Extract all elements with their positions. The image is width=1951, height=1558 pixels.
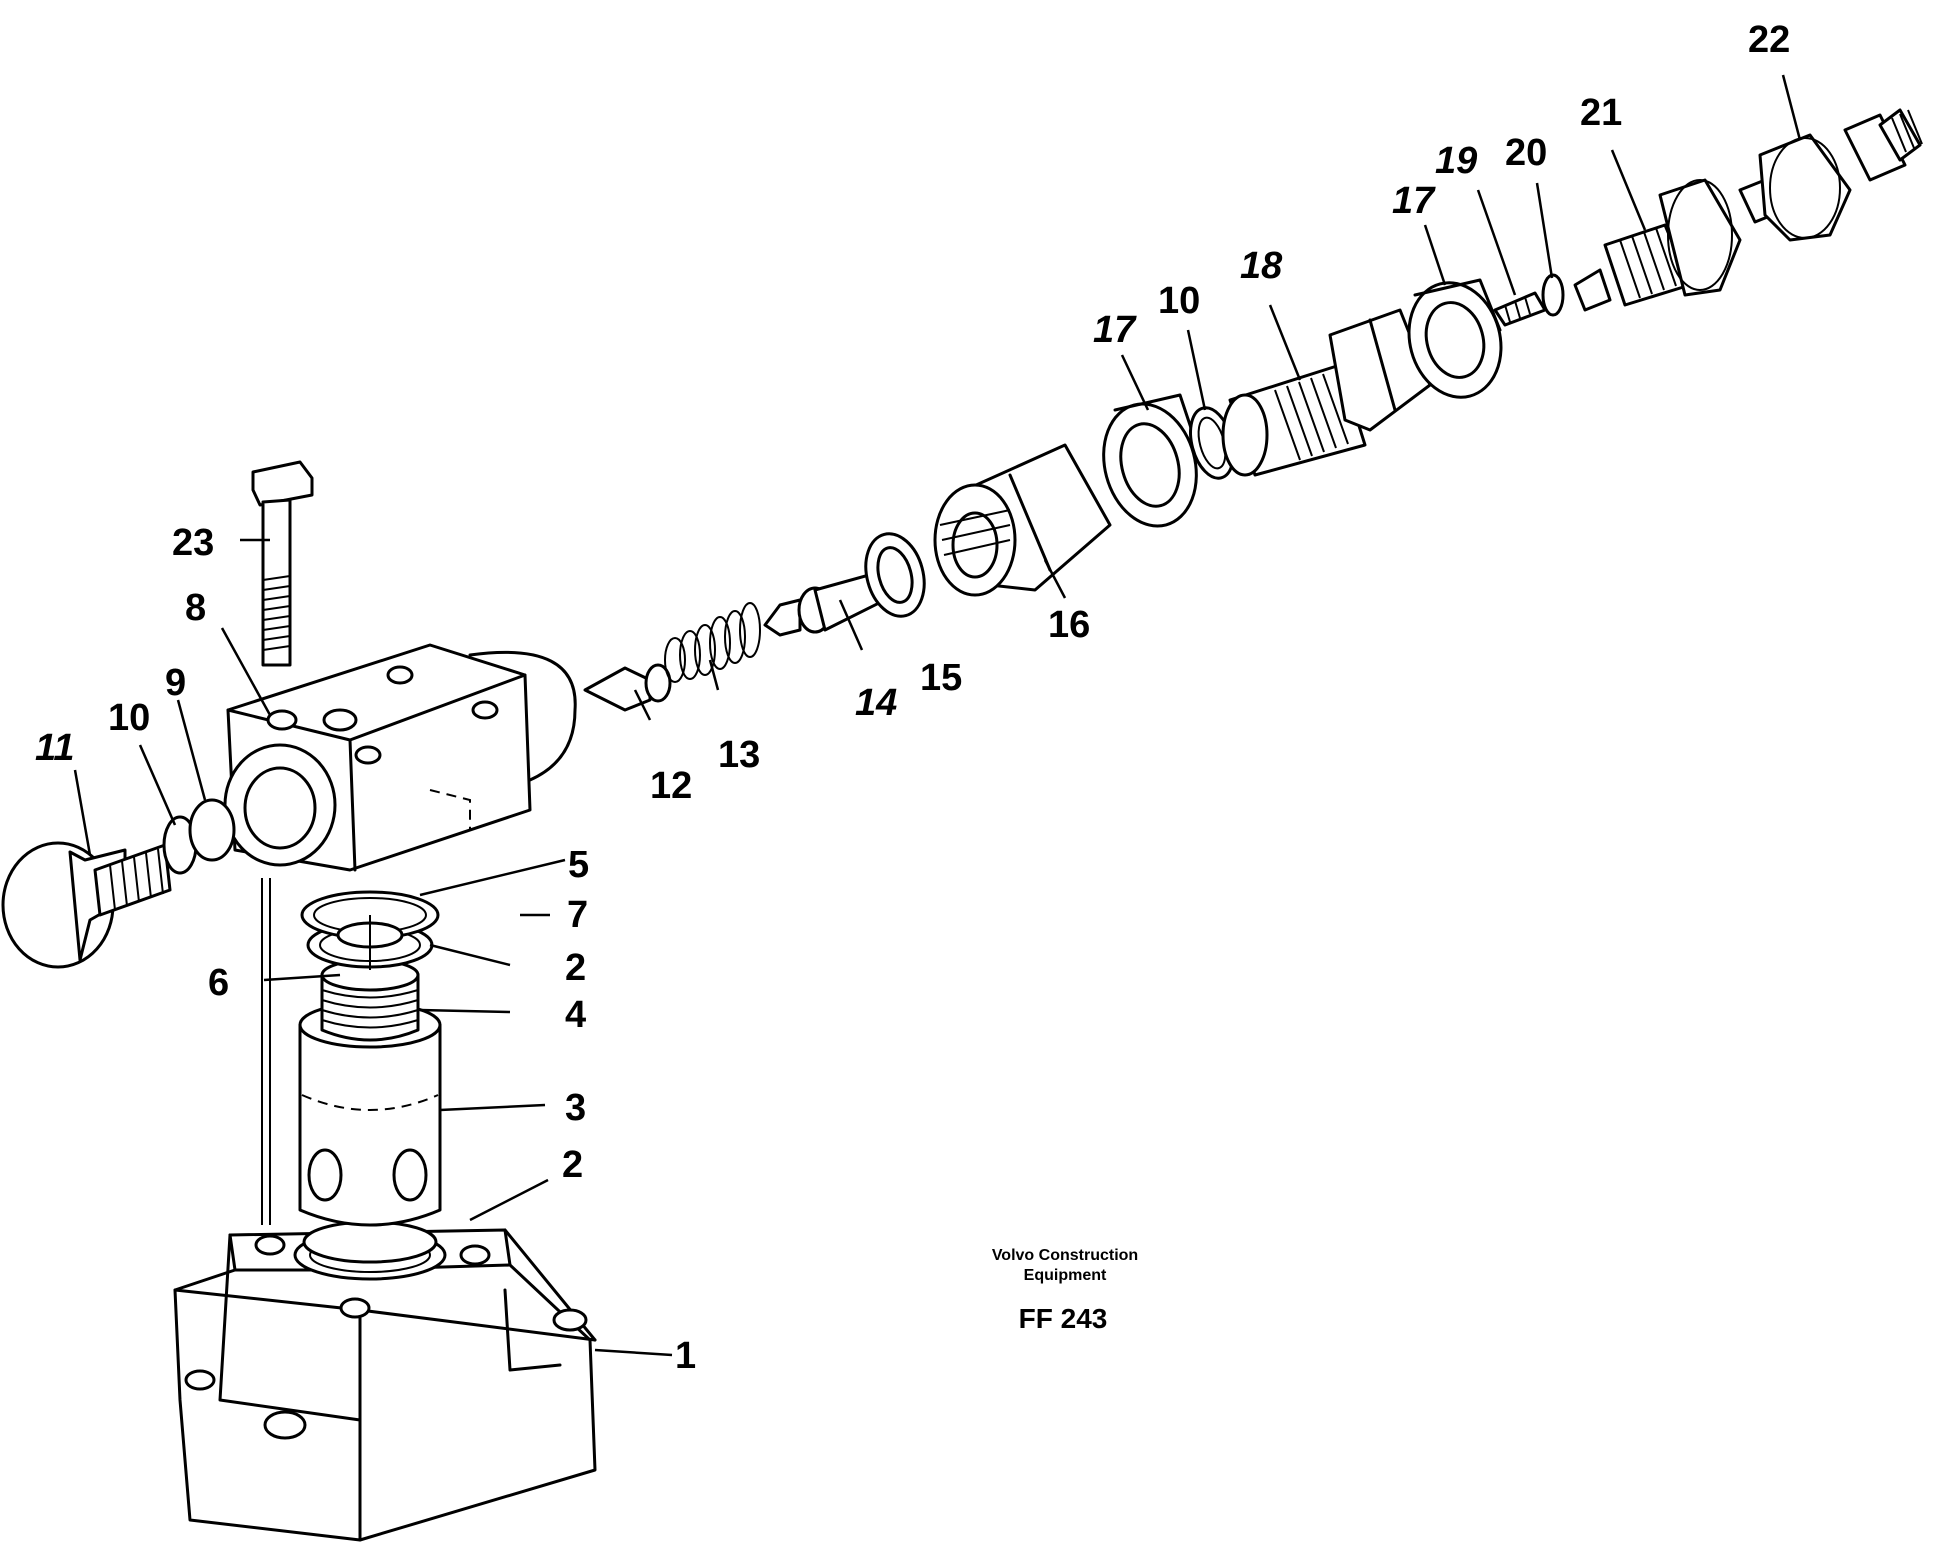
label-10-right: 10 xyxy=(1158,280,1200,322)
part-washer xyxy=(864,532,926,618)
part-lock-nut-right xyxy=(1407,278,1503,399)
label-17-left: 17 xyxy=(1093,309,1137,351)
label-1: 1 xyxy=(675,1335,696,1377)
label-5: 5 xyxy=(568,844,589,886)
part-end-fitting xyxy=(1738,108,1923,242)
part-threaded-adapter xyxy=(1221,308,1432,477)
leader-lines xyxy=(73,74,1802,1357)
label-4: 4 xyxy=(565,994,586,1036)
label-10-left: 10 xyxy=(108,697,150,739)
part-base-block xyxy=(173,1228,597,1542)
label-11: 11 xyxy=(35,727,74,769)
label-18: 18 xyxy=(1240,245,1283,287)
part-threaded-piston xyxy=(320,958,420,1042)
part-upper-seal-rings xyxy=(300,890,440,970)
label-7: 7 xyxy=(567,894,588,936)
label-2-lower: 2 xyxy=(562,1144,583,1186)
label-6: 6 xyxy=(208,962,229,1004)
part-lower-seal-ring xyxy=(302,1220,438,1264)
caption-figure-code: FF 243 xyxy=(1019,1303,1108,1334)
label-8: 8 xyxy=(185,587,206,629)
label-13: 13 xyxy=(718,734,760,776)
part-fitting xyxy=(1573,178,1742,312)
part-hex-adapter xyxy=(933,443,1112,597)
label-3: 3 xyxy=(565,1087,586,1129)
label-9: 9 xyxy=(165,662,186,704)
label-22: 22 xyxy=(1748,19,1790,61)
label-2-upper: 2 xyxy=(565,947,586,989)
label-15: 15 xyxy=(920,657,962,699)
caption-company-line1: Volvo Construction xyxy=(992,1247,1138,1264)
label-14: 14 xyxy=(855,682,897,724)
label-16: 16 xyxy=(1048,604,1090,646)
part-lock-nut-left xyxy=(1102,393,1198,528)
label-23: 23 xyxy=(172,522,214,564)
part-valve-housing xyxy=(223,643,577,1225)
figure-caption: Volvo Construction Equipment FF 243 xyxy=(992,1247,1138,1334)
label-17-right: 17 xyxy=(1392,180,1436,222)
label-20: 20 xyxy=(1505,132,1547,174)
label-21: 21 xyxy=(1580,92,1622,134)
part-small-stem xyxy=(1493,273,1565,327)
part-labels: 23 8 9 10 11 5 7 2 6 4 3 2 1 12 13 14 15… xyxy=(35,19,1790,1377)
part-spring xyxy=(664,602,761,683)
part-left-plug xyxy=(1,798,236,969)
caption-company-line2: Equipment xyxy=(1024,1267,1107,1284)
label-12: 12 xyxy=(650,765,692,807)
part-bolt xyxy=(251,460,314,667)
part-poppet xyxy=(583,663,672,712)
label-19: 19 xyxy=(1435,140,1477,182)
